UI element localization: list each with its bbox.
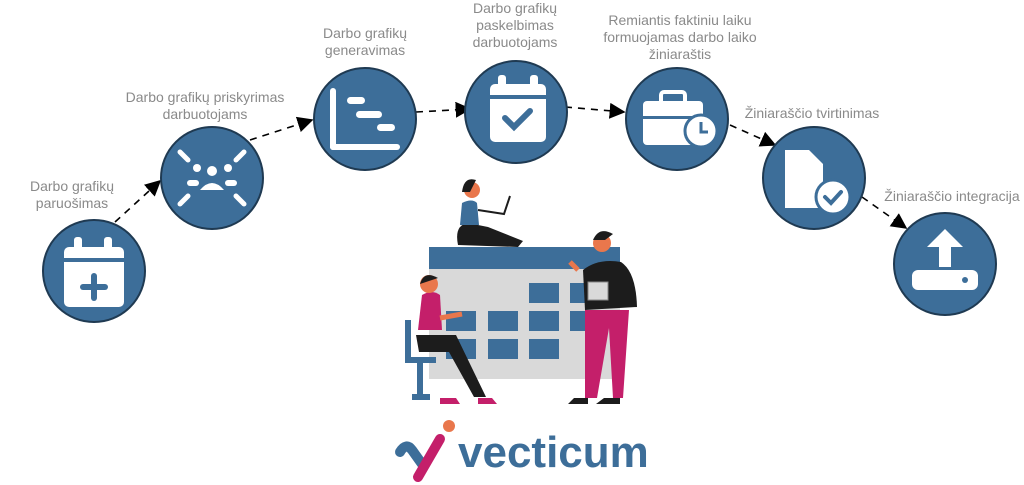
arrow-5-6 [729, 124, 777, 147]
arrow-1-2 [114, 179, 162, 223]
arrow-2-3 [249, 116, 314, 141]
arrow-6-7 [861, 196, 908, 229]
vecticum-logo-text: vecticum [458, 428, 649, 477]
briefcase-clock-icon [643, 90, 719, 149]
vecticum-logo-mark [395, 420, 455, 482]
team-icon [177, 149, 247, 207]
step-7-label: Žiniaraščio integracija [884, 188, 1020, 204]
gantt-chart-icon [330, 88, 400, 150]
arrow-4-5 [564, 102, 626, 119]
step-3-circle [313, 67, 417, 171]
arrow-3-4 [415, 101, 472, 118]
calendar-plus-icon [64, 237, 124, 307]
team-illustration [405, 179, 637, 404]
step-2-circle [160, 126, 264, 230]
document-check-icon [785, 150, 852, 216]
connector-arrows [114, 101, 908, 229]
calendar-check-icon [490, 75, 546, 142]
step-6-label: Žiniaraščio tvirtinimas [744, 105, 880, 121]
upload-icon [912, 229, 978, 290]
